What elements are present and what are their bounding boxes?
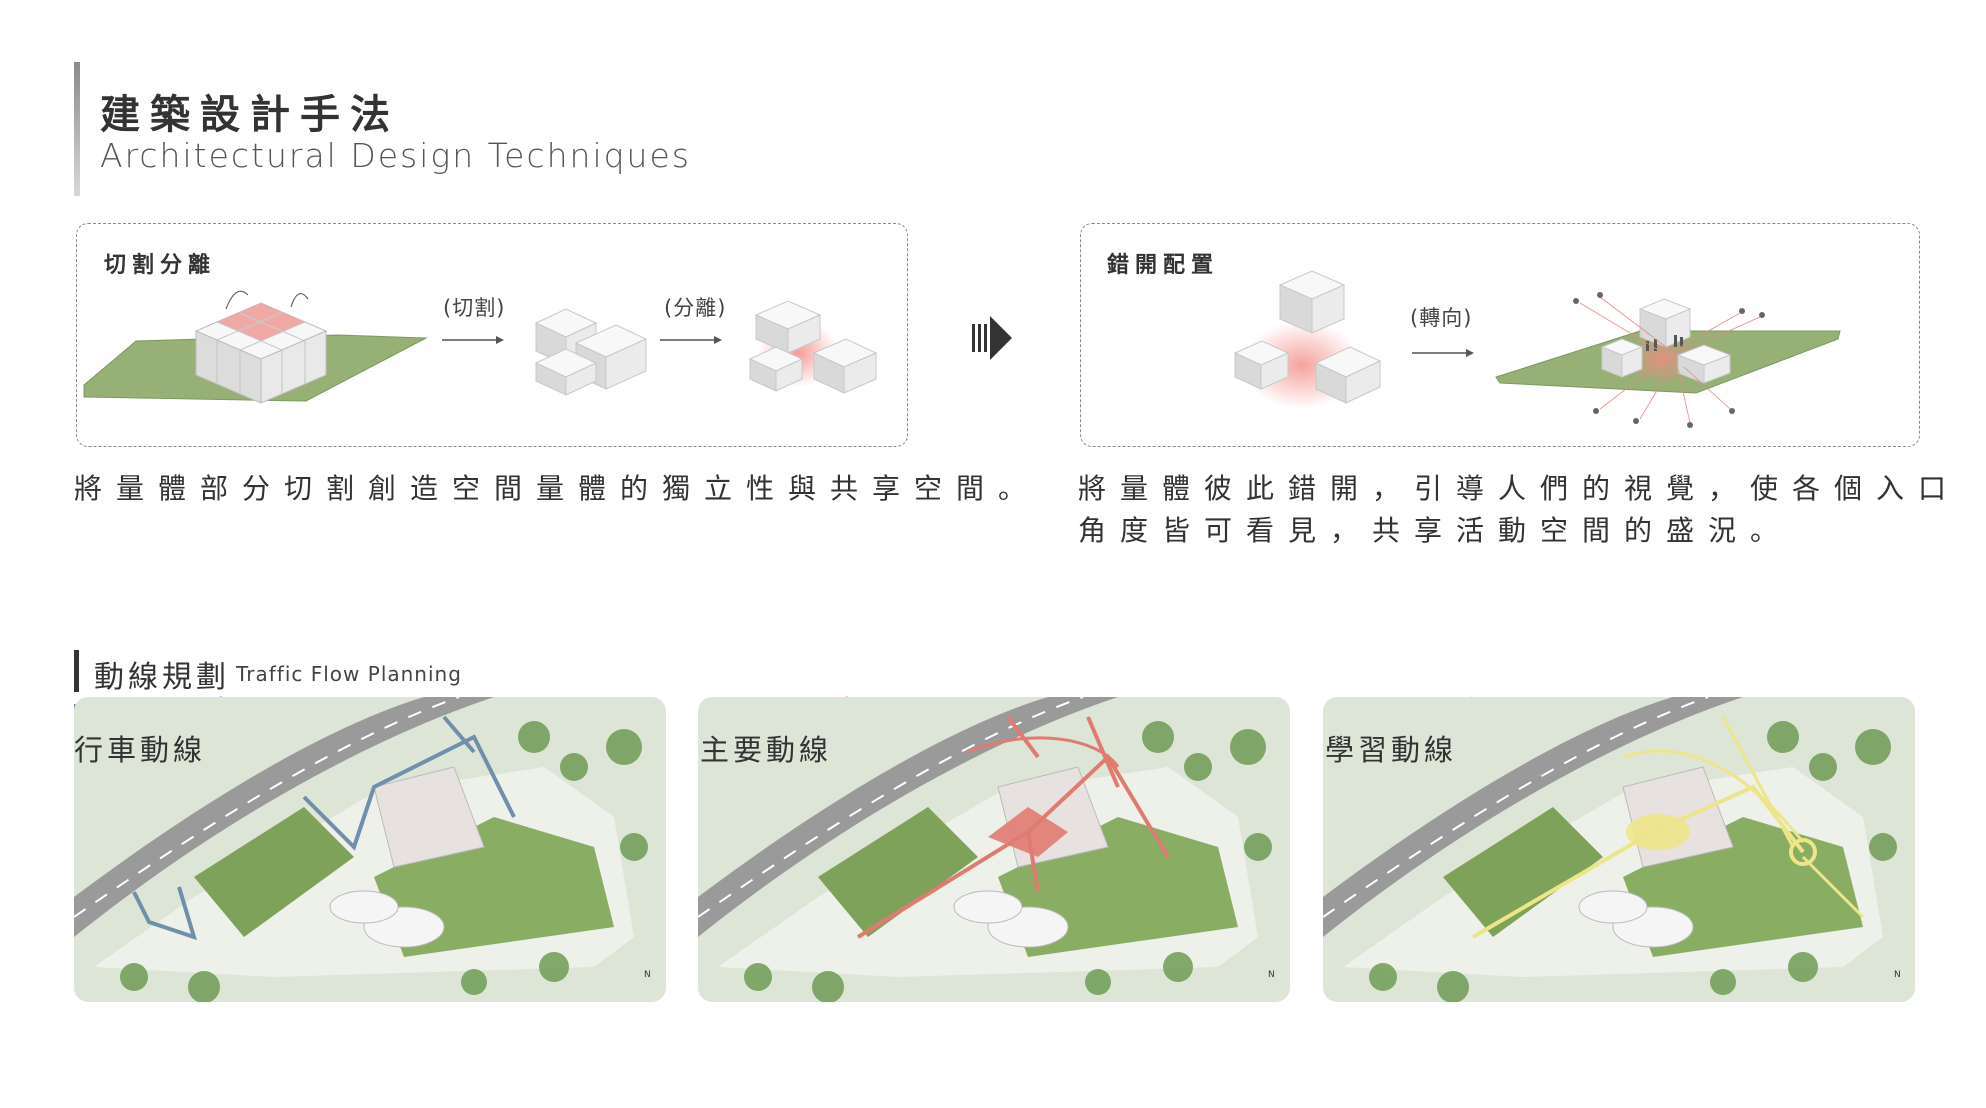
page-subtitle: Architectural Design Techniques <box>100 136 691 175</box>
page-title: 建築設計手法 <box>100 92 400 138</box>
cut-blocks-icon <box>534 308 648 396</box>
eye-icon <box>1573 292 1765 428</box>
cube-grid-icon <box>194 290 328 404</box>
offset-layout-diagram <box>1233 270 1841 428</box>
section-subtitle: Traffic Flow Planning <box>236 662 462 686</box>
main-flow-label: 主要動線 <box>700 733 833 767</box>
learning-flow-label: 學習動線 <box>1325 733 1458 767</box>
cut-step-label: (切割) <box>443 296 506 320</box>
vehicle-flow-label: 行車動線 <box>74 733 207 767</box>
people-icon <box>1646 335 1683 351</box>
title-accent-bar <box>74 62 80 196</box>
offset-layout-panel <box>1080 223 1920 447</box>
learning-flow-plan <box>1323 697 1915 1002</box>
offset-layout-heading: 錯開配置 <box>1107 253 1220 278</box>
rotate-step-label: (轉向) <box>1410 306 1473 330</box>
separate-step-label: (分離) <box>664 296 727 320</box>
north-arrow-icon: N <box>1268 970 1275 980</box>
section-title: 動線規劃 <box>94 660 230 695</box>
vehicle-flow-plan <box>74 697 666 1002</box>
next-arrow-icon <box>972 316 1012 360</box>
cut-separate-diagram <box>83 290 878 404</box>
cut-separate-panel <box>76 223 908 447</box>
offset-description-line1: 將量體彼此錯開，引導人們的視覺，使各個入口 <box>1078 472 1961 505</box>
offset-blocks-icon <box>1233 270 1382 404</box>
section-accent-bar <box>74 650 79 692</box>
sight-lines <box>1579 296 1761 424</box>
separated-blocks-icon <box>748 300 878 394</box>
north-arrow-icon: N <box>1894 970 1901 980</box>
main-flow-plan <box>698 697 1290 1002</box>
cut-separate-heading: 切割分離 <box>104 253 217 278</box>
offset-description-line2: 角度皆可看見，共享活動空間的盛況。 <box>1078 514 1793 547</box>
cut-separate-description: 將量體部分切割創造空間量體的獨立性與共享空間。 <box>74 472 1041 505</box>
north-arrow-icon: N <box>644 970 651 980</box>
